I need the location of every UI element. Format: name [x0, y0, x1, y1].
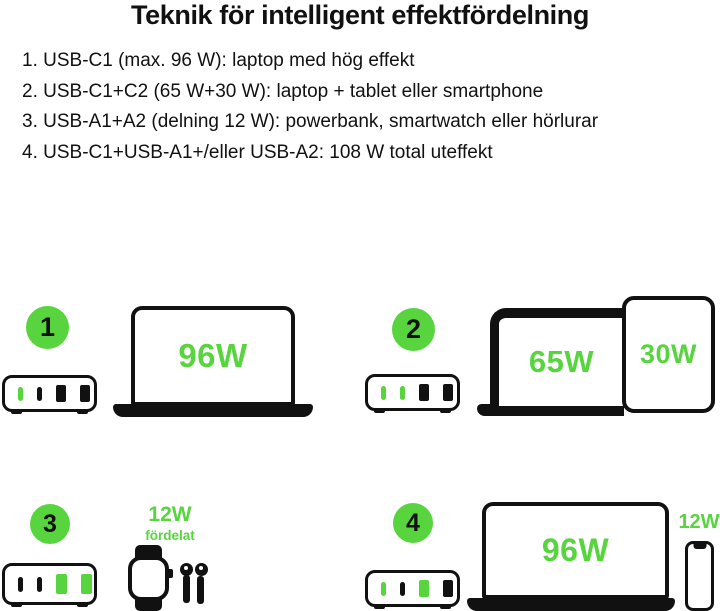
laptop-icon-4: 96W	[482, 502, 669, 599]
usb-a2-port	[443, 580, 453, 597]
laptop-watt-label-2: 65W	[528, 344, 595, 379]
smartwatch-band-bottom	[135, 599, 162, 611]
earbud-stem	[183, 575, 190, 603]
phone-watt-label: 12W	[678, 511, 720, 533]
charger-foot	[374, 408, 385, 413]
usb-a2-port	[443, 384, 453, 401]
phone-icon	[685, 541, 714, 611]
charger-foot	[374, 604, 385, 609]
step-badge-3: 3	[30, 504, 70, 544]
usb-c1-port	[18, 576, 23, 592]
shared-watt-value: 12W	[148, 503, 192, 526]
feature-list: 1. USB-C1 (max. 96 W): laptop med hög ef…	[22, 46, 712, 168]
usb-a1-port	[419, 384, 429, 401]
step-number-2: 2	[405, 314, 422, 344]
charger-icon-3	[2, 563, 97, 607]
earbud-head	[195, 563, 208, 576]
usb-c1-port	[18, 386, 23, 401]
laptop-base	[467, 598, 675, 611]
step-badge-2: 2	[392, 308, 435, 351]
charger-icon-2	[365, 374, 460, 413]
usb-a1-port	[419, 580, 429, 597]
feature-list-item-2: 2. USB-C1+C2 (65 W+30 W): laptop + table…	[22, 80, 544, 102]
phone-notch	[693, 544, 706, 549]
charger-foot	[11, 602, 22, 607]
step-badge-4: 4	[393, 503, 433, 543]
laptop-base	[113, 404, 313, 417]
tablet-watt-label: 30W	[639, 339, 698, 369]
step-number-1: 1	[39, 312, 56, 342]
laptop-watt-label-1: 96W	[178, 337, 248, 374]
usb-c1-port	[381, 385, 386, 400]
step-number-4: 4	[406, 508, 420, 537]
earbud-head	[180, 563, 193, 576]
page-title: Teknik för intelligent effektfördelning	[131, 0, 589, 30]
usb-c2-port	[37, 386, 42, 401]
shared-watt-sublabel: fördelat	[145, 528, 195, 543]
smartwatch-crown	[168, 569, 173, 578]
feature-list-item-4: 4. USB-C1+USB-A1+/eller USB-A2: 108 W to…	[22, 141, 493, 163]
usb-c2-port	[400, 581, 405, 596]
charger-foot	[77, 602, 88, 607]
feature-list-item-1: 1. USB-C1 (max. 96 W): laptop med hög ef…	[22, 50, 415, 71]
usb-a2-port	[80, 385, 90, 402]
usb-a2-port	[81, 574, 92, 594]
usb-c1-port	[381, 581, 386, 596]
usb-a1-port	[56, 574, 67, 594]
charger-icon-4	[365, 570, 460, 609]
laptop-icon-2: 65W	[490, 308, 624, 406]
laptop-watt-label-4: 96W	[541, 532, 610, 568]
usb-c2-port	[400, 385, 405, 400]
charger-foot	[11, 409, 22, 414]
feature-list-item-3: 3. USB-A1+A2 (delning 12 W): powerbank, …	[22, 111, 599, 132]
usb-a1-port	[56, 385, 66, 402]
smartwatch-band-top	[135, 545, 162, 558]
charger-foot	[440, 408, 451, 413]
step-badge-1: 1	[26, 306, 69, 349]
step-number-3: 3	[43, 509, 57, 538]
earbud-stem	[197, 576, 204, 604]
charger-foot	[440, 604, 451, 609]
shared-watt-label: 12W fördelat	[136, 503, 204, 543]
laptop-icon-1: 96W	[131, 306, 295, 406]
tablet-icon: 30W	[622, 296, 715, 413]
laptop-base	[477, 404, 624, 416]
usb-c2-port	[37, 576, 42, 592]
smartwatch-icon	[128, 556, 169, 601]
charger-foot	[77, 409, 88, 414]
charger-icon-1	[2, 375, 97, 414]
